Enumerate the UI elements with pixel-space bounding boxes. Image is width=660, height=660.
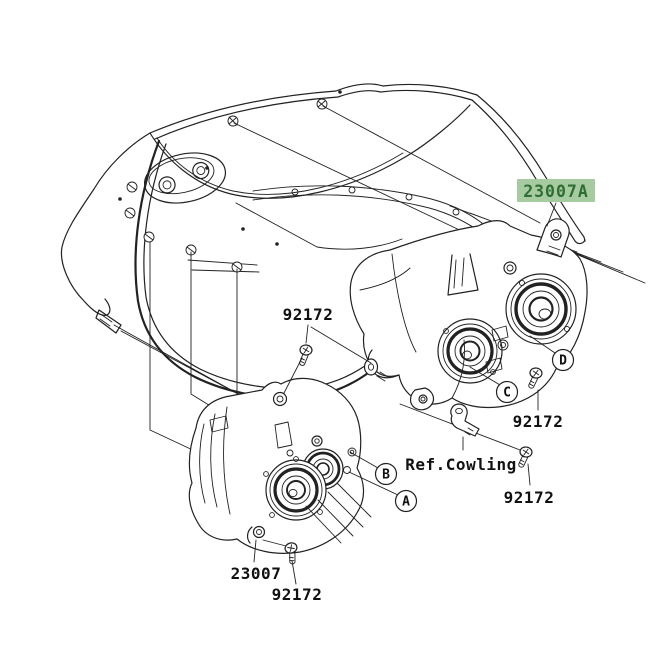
part-number-92172-upper-left: 92172 — [283, 305, 334, 324]
projector-lens-d — [505, 273, 577, 345]
part-number-23007a[interactable]: 23007A — [523, 182, 589, 201]
part-number-23007: 23007 — [231, 564, 282, 583]
instrument-opening — [143, 152, 227, 204]
part-number-92172-right-lower: 92172 — [504, 488, 555, 507]
callout-c-letter: C — [503, 386, 511, 401]
headlight-unit-23007 — [188, 377, 372, 554]
highlight-box[interactable] — [517, 179, 595, 202]
headlight-top-tab — [272, 391, 288, 407]
callout-b-letter: B — [382, 468, 390, 483]
callout-a-letter: A — [402, 495, 410, 510]
projector-lens-c — [437, 318, 503, 384]
screw-92172-right-lower — [517, 445, 534, 469]
headlight-unit-23007a — [349, 218, 588, 411]
part-number-92172-bottom: 92172 — [272, 585, 323, 604]
callout-c: C — [495, 380, 519, 404]
screw-92172-upper-left — [298, 343, 313, 367]
leader-lines — [253, 202, 557, 585]
callout-d: D — [551, 348, 575, 372]
cowling-mount-bosses — [124, 98, 328, 273]
callout-a: A — [394, 489, 418, 513]
headlight-top-bracket — [536, 218, 570, 258]
part-number-92172-right-upper: 92172 — [513, 412, 564, 431]
cowling-ref-bracket — [450, 403, 480, 437]
callout-d-letter: D — [559, 354, 567, 369]
ref-cowling-label: Ref.Cowling — [405, 455, 516, 474]
part-label-23007a-highlighted[interactable]: 23007A — [517, 179, 595, 202]
projector-lens-a — [263, 456, 327, 521]
callout-b: B — [374, 462, 398, 486]
